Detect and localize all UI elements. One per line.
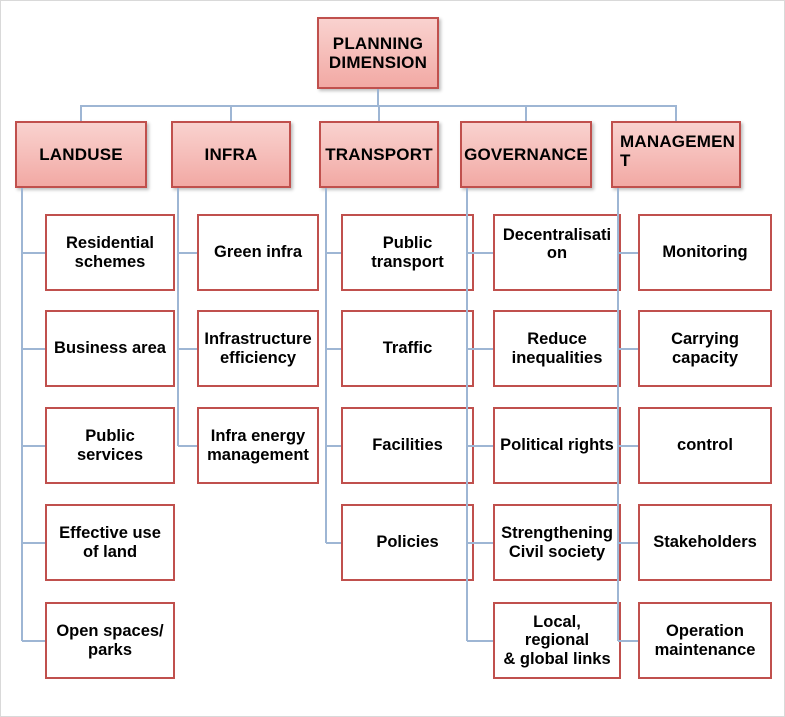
node-label: Green infra bbox=[213, 243, 303, 262]
connector-bus-to-transport bbox=[378, 105, 380, 121]
node-label: control bbox=[677, 436, 733, 455]
connector-stub-transport-2 bbox=[326, 444, 341, 447]
node-label: Local, regional& global links bbox=[503, 612, 611, 668]
leaf-node-transport-2[interactable]: Facilities bbox=[341, 407, 474, 484]
leaf-node-governance-2[interactable]: Political rights bbox=[493, 407, 621, 484]
node-label: Public services bbox=[76, 427, 144, 464]
connector-stub-management-1 bbox=[618, 347, 638, 350]
category-node-landuse[interactable]: LANDUSE bbox=[15, 121, 147, 188]
category-node-governance[interactable]: GOVERNANCE bbox=[460, 121, 592, 188]
connector-stub-governance-4 bbox=[467, 639, 493, 642]
leaf-node-management-3[interactable]: Stakeholders bbox=[638, 504, 772, 581]
connector-stub-landuse-4 bbox=[22, 639, 45, 642]
connector-stub-management-2 bbox=[618, 444, 638, 447]
node-label: Policies bbox=[376, 533, 439, 552]
connector-stub-infra-0 bbox=[178, 251, 197, 254]
leaf-node-management-0[interactable]: Monitoring bbox=[638, 214, 772, 291]
connector-stub-governance-2 bbox=[467, 444, 493, 447]
node-label: Facilities bbox=[372, 436, 443, 455]
connector-bus-to-governance bbox=[525, 105, 527, 121]
node-label: Stakeholders bbox=[653, 533, 757, 552]
leaf-node-landuse-2[interactable]: Public services bbox=[45, 407, 175, 484]
connector-stub-governance-1 bbox=[467, 347, 493, 350]
connector-stub-infra-2 bbox=[178, 444, 197, 447]
connector-root-stem bbox=[377, 89, 379, 105]
connector-stub-landuse-1 bbox=[22, 347, 45, 350]
node-label: Traffic bbox=[382, 339, 433, 358]
leaf-node-landuse-1[interactable]: Business area bbox=[45, 310, 175, 387]
leaf-node-governance-4[interactable]: Local, regional& global links bbox=[493, 602, 621, 679]
connector-stub-management-4 bbox=[618, 639, 638, 642]
leaf-node-transport-1[interactable]: Traffic bbox=[341, 310, 474, 387]
node-label: Business area bbox=[54, 339, 166, 358]
connector-stub-landuse-3 bbox=[22, 541, 45, 544]
node-label: Monitoring bbox=[662, 243, 748, 262]
node-label: GOVERNANCE bbox=[464, 144, 588, 164]
connector-stub-governance-3 bbox=[467, 541, 493, 544]
connector-stub-management-3 bbox=[618, 541, 638, 544]
node-label: TRANSPORT bbox=[325, 144, 433, 164]
connector-bus-to-infra bbox=[230, 105, 232, 121]
leaf-node-infra-0[interactable]: Green infra bbox=[197, 214, 319, 291]
connector-spine-management bbox=[617, 188, 619, 641]
connector-spine-infra bbox=[177, 188, 179, 446]
connector-stub-landuse-0 bbox=[22, 251, 45, 254]
connector-spine-landuse bbox=[21, 188, 23, 641]
connector-bus-to-landuse bbox=[80, 105, 82, 121]
connector-stub-landuse-2 bbox=[22, 444, 45, 447]
node-label: INFRA bbox=[204, 144, 258, 164]
connector-bus-to-management bbox=[675, 105, 677, 121]
node-label: LANDUSE bbox=[39, 144, 123, 164]
connector-stub-management-0 bbox=[618, 251, 638, 254]
leaf-node-transport-3[interactable]: Policies bbox=[341, 504, 474, 581]
connector-stub-infra-1 bbox=[178, 347, 197, 350]
connector-stub-governance-0 bbox=[467, 251, 493, 254]
node-label: Open spaces/parks bbox=[56, 622, 164, 659]
connector-stub-transport-3 bbox=[326, 541, 341, 544]
connector-spine-transport bbox=[325, 188, 327, 543]
category-node-transport[interactable]: TRANSPORT bbox=[319, 121, 439, 188]
connector-stub-transport-1 bbox=[326, 347, 341, 350]
node-label: Political rights bbox=[500, 436, 614, 455]
category-node-infra[interactable]: INFRA bbox=[171, 121, 291, 188]
leaf-node-landuse-4[interactable]: Open spaces/parks bbox=[45, 602, 175, 679]
connector-spine-governance bbox=[466, 188, 468, 641]
connector-stub-transport-0 bbox=[326, 251, 341, 254]
leaf-node-management-2[interactable]: control bbox=[638, 407, 772, 484]
